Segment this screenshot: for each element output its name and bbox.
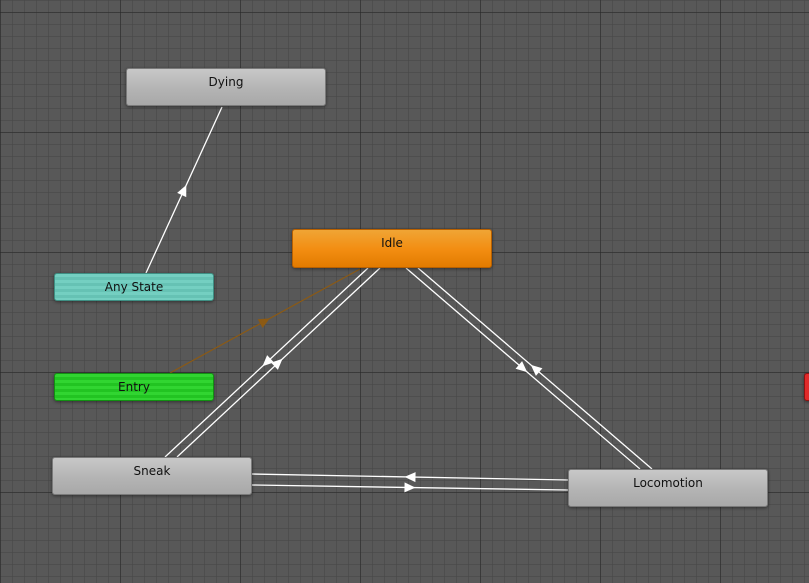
- transition-locomotion-to-idle[interactable]: [417, 267, 653, 470]
- transition-arrow-icon: [177, 184, 187, 198]
- transition-arrow-icon: [515, 361, 528, 373]
- transition-locomotion-to-sneak[interactable]: [251, 472, 569, 483]
- state-node-idle[interactable]: Idle: [292, 229, 492, 268]
- state-node-sneak[interactable]: Sneak: [52, 457, 252, 495]
- transition-any-state-to-dying[interactable]: [145, 106, 223, 274]
- state-node-dying[interactable]: Dying: [126, 68, 326, 106]
- state-label-idle: Idle: [381, 236, 403, 250]
- state-node-entry[interactable]: Entry: [54, 373, 214, 401]
- transition-arrow-icon: [404, 482, 416, 493]
- state-label-entry: Entry: [118, 380, 150, 394]
- transition-arrow-icon: [257, 318, 270, 329]
- state-node-any-state[interactable]: Any State: [54, 273, 214, 301]
- transition-arrow-icon: [404, 472, 416, 483]
- transition-entry-to-idle[interactable]: [169, 268, 361, 374]
- transition-idle-to-locomotion[interactable]: [405, 267, 641, 470]
- state-label-dying: Dying: [208, 75, 244, 89]
- transition-arrow-icon: [530, 364, 543, 376]
- transition-idle-to-sneak[interactable]: [164, 267, 369, 458]
- state-label-sneak: Sneak: [133, 464, 171, 478]
- transition-arrow-icon: [262, 355, 274, 367]
- transition-arrow-icon: [271, 358, 283, 370]
- state-label-any-state: Any State: [104, 280, 164, 294]
- transition-sneak-to-idle[interactable]: [176, 267, 381, 458]
- state-label-locomotion: Locomotion: [633, 476, 703, 490]
- transition-sneak-to-locomotion[interactable]: [251, 482, 569, 493]
- state-node-locomotion[interactable]: Locomotion: [568, 469, 768, 507]
- state-node-exit[interactable]: [804, 373, 809, 401]
